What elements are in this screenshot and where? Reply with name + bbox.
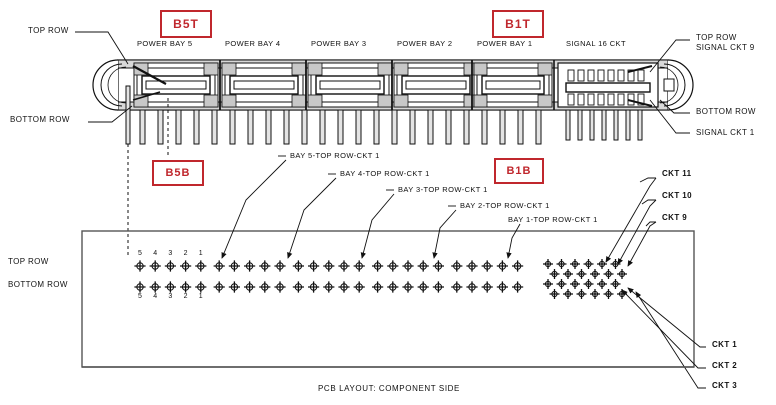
pcb-pin-number-bottom: 3 — [168, 293, 173, 300]
bay5-internal-pointers — [132, 65, 167, 101]
pcb-pin-number-bottom: 5 — [138, 293, 142, 300]
connector-pin-legs — [125, 85, 643, 145]
label-bottom-row-right: BOTTOM ROW — [696, 107, 756, 116]
label-bottom-row-left: BOTTOM ROW — [10, 115, 70, 124]
label-ckt-3: CKT 3 — [712, 381, 738, 390]
label-ckt-9: CKT 9 — [662, 213, 688, 222]
label-ckt-2: CKT 2 — [712, 361, 738, 370]
pcb-pin-number-top: 3 — [168, 250, 173, 257]
leader-label-bay2: BAY 2-TOP ROW-CKT 1 — [460, 201, 550, 210]
callout-b1t-label: B1T — [505, 17, 531, 31]
pcb-pin-number-bottom: 4 — [153, 293, 158, 300]
pcb-pin-number-bottom: 1 — [198, 293, 203, 300]
pcb-pin-number-top: 2 — [183, 250, 188, 257]
callout-b1b-label: B1B — [506, 165, 532, 177]
callout-b5b: B5B — [152, 160, 204, 186]
callout-b1b: B1B — [494, 158, 544, 184]
bay-callout-leaders — [221, 159, 521, 259]
label-ckt-1: CKT 1 — [712, 340, 738, 349]
ckt-upper-tails — [639, 177, 656, 227]
datum-dashed-lines — [127, 98, 169, 258]
pcb-pin-number-bottom: 2 — [183, 293, 188, 300]
ckt-lower-leaders — [621, 287, 706, 389]
leader-label-bay4: BAY 4-TOP ROW-CKT 1 — [340, 169, 430, 178]
pcb-power-pads — [134, 260, 524, 293]
pcb-caption: PCB LAYOUT: COMPONENT SIDE — [318, 384, 460, 393]
pcb-label-bottom-row: BOTTOM ROW — [8, 280, 68, 289]
label-ckt-11: CKT 11 — [662, 169, 692, 178]
leader-label-bay1: BAY 1-TOP ROW-CKT 1 — [508, 215, 598, 224]
signal-internal-pointers — [627, 65, 653, 107]
label-power-bay-2: POWER BAY 2 — [397, 39, 453, 48]
signal-block — [557, 62, 659, 108]
left-leaders — [75, 31, 133, 123]
label-signal-ckt-9: SIGNAL CKT 9 — [696, 43, 755, 52]
label-power-bay-3: POWER BAY 3 — [311, 39, 367, 48]
bay-callout-leader-tails — [278, 155, 456, 207]
callout-b5b-label: B5B — [165, 167, 191, 179]
label-signal-16-ckt: SIGNAL 16 CKT — [566, 39, 626, 48]
ckt-upper-leaders — [605, 177, 657, 267]
pcb-outline — [81, 230, 695, 368]
pcb-label-top-row: TOP ROW — [8, 257, 49, 266]
label-top-row-right: TOP ROW — [696, 33, 737, 42]
pcb-pin-number-top: 4 — [153, 250, 158, 257]
leader-label-bay3: BAY 3-TOP ROW-CKT 1 — [398, 185, 488, 194]
power-bay-group — [133, 60, 555, 110]
right-leaders — [649, 39, 690, 134]
label-top-row-left: TOP ROW — [28, 26, 69, 35]
leader-label-bay5: BAY 5-TOP ROW-CKT 1 — [290, 151, 380, 160]
label-power-bay-5: POWER BAY 5 — [137, 39, 193, 48]
label-ckt-10: CKT 10 — [662, 191, 692, 200]
callout-b1t: B1T — [492, 10, 544, 38]
callout-b5t: B5T — [160, 10, 212, 38]
label-signal-ckt-1: SIGNAL CKT 1 — [696, 128, 755, 137]
label-power-bay-4: POWER BAY 4 — [225, 39, 281, 48]
pcb-pin-number-top: 1 — [198, 250, 203, 257]
label-power-bay-1: POWER BAY 1 — [477, 39, 533, 48]
callout-b5t-label: B5T — [173, 17, 199, 31]
pcb-signal-pads — [543, 259, 627, 299]
pcb-pin-number-top: 5 — [138, 250, 142, 257]
